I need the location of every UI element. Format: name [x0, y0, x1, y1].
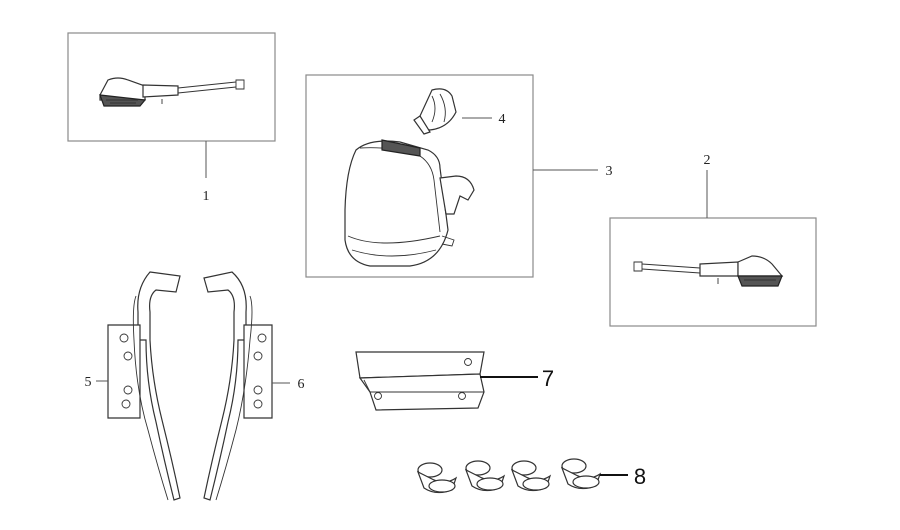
grommet-3	[510, 460, 552, 492]
callout-2: 2	[704, 153, 711, 168]
part-2-lamp-body	[737, 255, 784, 277]
callout-6: 6	[298, 377, 305, 392]
part-7-plate-bracket: 7	[355, 351, 554, 411]
part-8-grommets: 8	[416, 458, 646, 494]
part-4-bulb	[413, 88, 457, 135]
grommet-4	[560, 458, 602, 490]
callout-5: 5	[85, 375, 92, 390]
part-6-right-bracket: 6	[203, 271, 305, 501]
grommet-2	[464, 460, 506, 492]
part-2-lens	[737, 275, 783, 287]
part-3-headlight-housing	[344, 140, 449, 267]
callout-1: 1	[203, 189, 210, 204]
part-2-right-turn-signal: 2	[609, 153, 817, 327]
part-5-plate	[107, 324, 141, 419]
callout-4: 4	[499, 112, 506, 127]
part-5-left-bracket: 5	[85, 271, 181, 501]
part-6-plate	[243, 324, 273, 419]
part-3-bracket	[439, 175, 475, 215]
callout-3: 3	[606, 164, 613, 179]
callout-7: 7	[542, 366, 554, 391]
callout-8: 8	[634, 464, 646, 489]
part-1-left-turn-signal: 1	[67, 32, 276, 204]
grommet-1	[416, 462, 458, 494]
part-3-headlight-assembly: 4 3	[305, 74, 613, 278]
